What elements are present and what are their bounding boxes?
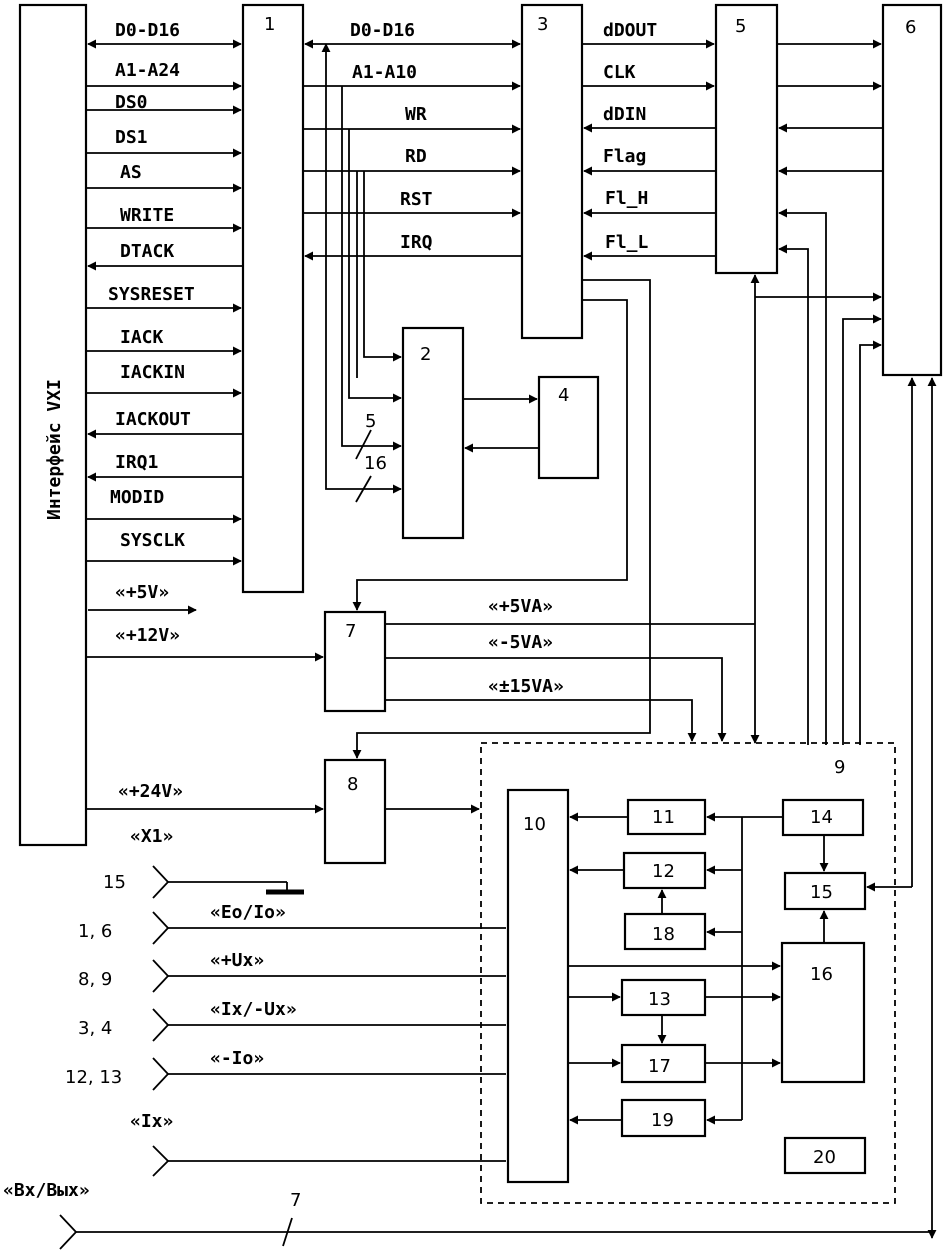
b5-clk: CLK (603, 62, 636, 83)
link-3-to-7 (352, 299, 628, 611)
block-17 (620, 1043, 707, 1084)
bus-irq: IRQ (400, 232, 433, 253)
block-20 (783, 1136, 867, 1175)
sig-iackin: IACKIN (120, 362, 185, 383)
block-10 (506, 788, 570, 1184)
pin-sig-eo-io: «Eo/Io» (210, 902, 286, 923)
block-1 (241, 3, 305, 594)
block-4-label: 4 (558, 385, 569, 406)
io-bus-width-7: 7 (290, 1190, 301, 1211)
block-7 (323, 610, 387, 713)
block3-block5-lines (582, 39, 716, 261)
block-14-label: 14 (810, 807, 833, 828)
vxi-interface-label: Интерфейс VXI (44, 379, 65, 520)
block-5-label: 5 (735, 16, 746, 37)
pin-num-8-9: 8, 9 (78, 969, 112, 990)
vxi-signal-lines (86, 39, 243, 566)
sig-a1-a24: A1-A24 (115, 60, 180, 81)
pin-num-1-6: 1, 6 (78, 921, 112, 942)
power-24v-label: «+24V» (118, 781, 183, 802)
block-15-label: 15 (810, 882, 833, 903)
block-3-label: 3 (537, 14, 548, 35)
bus-wr: WR (405, 104, 427, 125)
block-10-label: 10 (523, 814, 546, 835)
block-19 (620, 1098, 707, 1138)
block-6-label: 6 (905, 17, 916, 38)
bus-width-16: 16 (364, 453, 387, 474)
sig-as: AS (120, 162, 142, 183)
sig-write: WRITE (120, 205, 174, 226)
b5-ddin: dDIN (603, 104, 646, 125)
b5-fl-l: Fl_L (605, 232, 649, 253)
bus-width-5: 5 (365, 411, 376, 432)
block5-block6-lines (750, 39, 937, 1239)
sig-iackout: IACKOUT (115, 409, 191, 430)
block-7-label: 7 (345, 621, 356, 642)
link-3-to-8 (352, 279, 651, 759)
block-6 (881, 3, 943, 377)
sig-dtack: DTACK (120, 241, 174, 262)
power-m5va-line (385, 657, 727, 742)
block-12-label: 12 (652, 861, 675, 882)
pin-num-3-4: 3, 4 (78, 1018, 112, 1039)
block-12 (622, 851, 707, 890)
pin-sig-io: «-Io» (210, 1048, 264, 1069)
block-19-label: 19 (651, 1110, 674, 1131)
b5-ddout: dDOUT (603, 20, 657, 41)
block9-internal-lines (568, 812, 829, 1125)
block-5 (714, 3, 779, 275)
bus-a1-a10: A1-A10 (352, 62, 417, 83)
block-18 (623, 912, 707, 951)
power-5va-label: «+5VA» (488, 596, 553, 617)
sig-modid: MODID (110, 487, 164, 508)
sig-sysreset: SYSRESET (108, 284, 195, 305)
sig-ds0: DS0 (115, 92, 148, 113)
power-5v-label: «+5V» (115, 582, 169, 603)
connector-io-label: «Вх/Вых» (3, 1180, 90, 1201)
power-15va-line (385, 699, 697, 742)
pin-sig-ix: «Ix» (130, 1111, 173, 1132)
block-3 (520, 3, 584, 340)
block-17-label: 17 (648, 1056, 671, 1077)
block-2 (401, 326, 465, 540)
connector-x1-title: «X1» (130, 826, 173, 847)
block-20-label: 20 (813, 1147, 836, 1168)
sig-ds1: DS1 (115, 127, 148, 148)
connector-pins (59, 865, 932, 1250)
block-1-label: 1 (264, 14, 275, 35)
pin-sig-ux: «+Ux» (210, 950, 264, 971)
sig-iack: IACK (120, 327, 164, 348)
internal-bus-lines (303, 39, 522, 503)
pin-sig-ix-ux: «Ix/-Ux» (210, 999, 297, 1020)
block-9-frame (480, 742, 896, 1204)
pin-num-12-13: 12, 13 (65, 1067, 122, 1088)
power-15va-label: «±15VA» (488, 676, 564, 697)
block-8-label: 8 (347, 774, 358, 795)
pin-num-15: 15 (103, 872, 126, 893)
block-4 (537, 375, 600, 480)
sig-irq1: IRQ1 (115, 452, 158, 473)
block-18-label: 18 (652, 924, 675, 945)
block-2-label: 2 (420, 344, 431, 365)
bus-d0-d16: D0-D16 (350, 20, 415, 41)
block-16-label: 16 (810, 964, 833, 985)
block-11-label: 11 (652, 807, 675, 828)
bus-rd: RD (405, 146, 427, 167)
block-9-label: 9 (834, 757, 845, 778)
block-16 (780, 941, 866, 1084)
b5-flag: Flag (603, 146, 646, 167)
sig-d0-d16: D0-D16 (115, 20, 180, 41)
b5-fl-h: Fl_H (605, 188, 648, 209)
block-15 (783, 871, 867, 911)
sig-sysclk: SYSCLK (120, 530, 185, 551)
block-13-label: 13 (648, 989, 671, 1010)
power-12v-label: «+12V» (115, 625, 180, 646)
vxi-interface-box (18, 3, 88, 847)
bus-rst: RST (400, 189, 433, 210)
power-m5va-label: «-5VA» (488, 632, 553, 653)
block-8 (323, 758, 387, 865)
